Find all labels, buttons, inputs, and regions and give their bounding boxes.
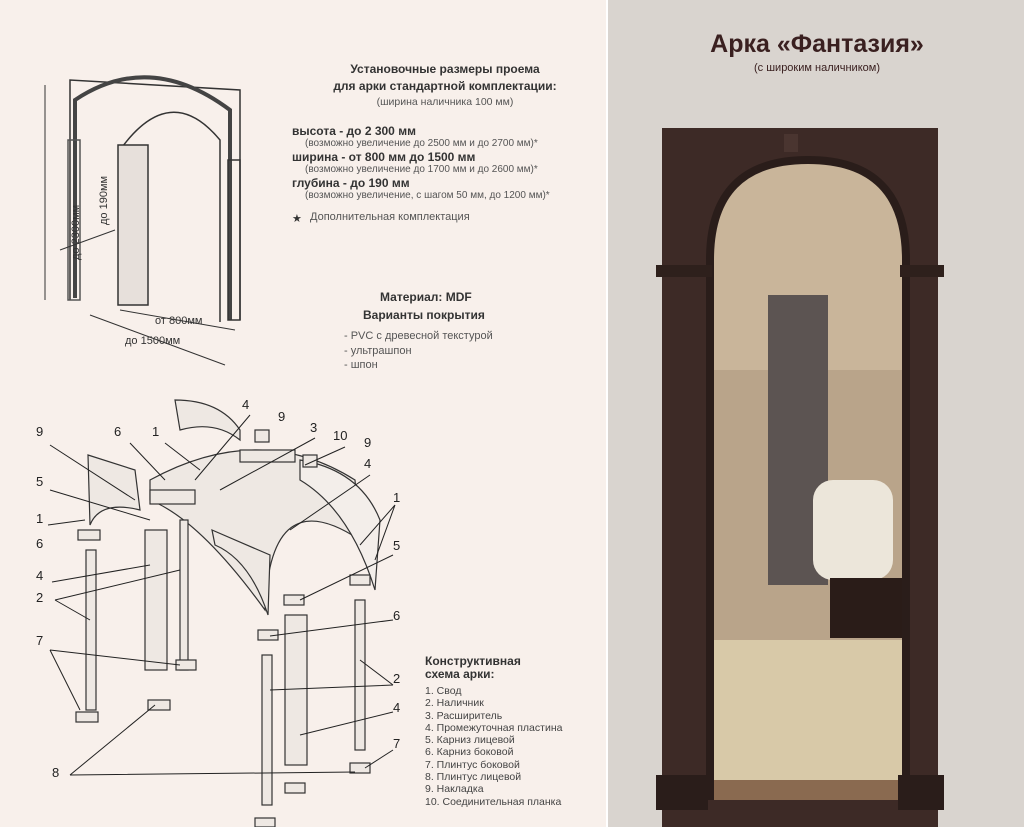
spec-height-note: (возможно увеличение до 2500 мм и до 270… <box>305 138 538 149</box>
height-dimension: до 2300мм <box>70 204 82 260</box>
callout-number: 6 <box>393 608 401 623</box>
callout-number: 9 <box>364 435 372 450</box>
coating-title: Варианты покрытия <box>363 308 485 322</box>
callout-number: 2 <box>36 590 44 605</box>
assembled-arch-drawing <box>44 75 241 366</box>
depth-dimension: до 190мм <box>98 175 110 225</box>
spec-depth-note: (возможно увеличение, с шагом 50 мм, до … <box>305 190 550 201</box>
callout-number: 1 <box>36 511 44 526</box>
width-min-dimension: от 800мм <box>155 315 203 327</box>
specs-title-2: для арки стандартной комплектации: <box>333 79 557 93</box>
coating-item: - шпон <box>344 359 378 371</box>
callout-number: 5 <box>393 538 401 553</box>
spec-depth: глубина - до 190 мм <box>292 176 410 190</box>
product-subtitle: (с широким наличником) <box>754 62 880 74</box>
callout-number: 4 <box>242 397 250 412</box>
callout-number: 9 <box>36 424 44 439</box>
scheme-title-1: Конструктивная <box>425 654 521 668</box>
part-item: 1. Свод <box>425 685 462 697</box>
callout-number: 5 <box>36 474 44 489</box>
specification-panel: до 2300мм до 190мм от 800мм до 1500мм Ус… <box>0 0 606 827</box>
spec-width-note: (возможно увеличение до 1700 мм и до 260… <box>305 164 538 175</box>
specs-title-1: Установочные размеры проема <box>350 62 540 76</box>
callout-number: 6 <box>36 536 44 551</box>
product-title: Арка «Фантазия» <box>710 30 924 58</box>
callout-number: 4 <box>364 456 372 471</box>
scheme-title-2: схема арки: <box>425 667 495 681</box>
part-item: 2. Наличник <box>425 697 484 710</box>
coating-item: - ультрашпон <box>344 345 412 357</box>
callout-number: 9 <box>278 409 286 424</box>
star-icon: ★ <box>292 213 302 225</box>
callout-number: 3 <box>310 420 318 435</box>
spec-height: высота - до 2 300 мм <box>292 124 416 138</box>
part-item: 9. Накладка <box>425 783 484 796</box>
callout-lines <box>47 414 396 776</box>
callout-number: 4 <box>393 700 401 715</box>
scheme-parts-list: 1. Свод 2. Наличник 3. Расширитель 4. Пр… <box>425 685 562 808</box>
part-item: 8. Плинтус лицевой <box>425 771 522 784</box>
part-item: 5. Карниз лицевой <box>425 734 515 747</box>
callout-number: 1 <box>152 424 160 439</box>
part-item: 4. Промежуточная пластина <box>425 721 563 734</box>
exploded-arch-drawing <box>75 399 381 827</box>
part-item: 10. Соединительная планка <box>425 795 562 808</box>
footnote: Дополнительная комплектация <box>310 211 470 223</box>
callout-number: 4 <box>36 568 44 583</box>
product-photo-panel: Арка «Фантазия» (с широким наличником) <box>606 0 1024 827</box>
spec-width: ширина - от 800 мм до 1500 мм <box>292 150 476 164</box>
part-item: 3. Расширитель <box>425 709 503 722</box>
callout-number: 7 <box>36 633 44 648</box>
width-max-dimension: до 1500мм <box>125 335 181 347</box>
part-item: 6. Карниз боковой <box>425 746 514 759</box>
callout-number: 2 <box>393 671 401 686</box>
material-label: Материал: MDF <box>380 290 472 304</box>
callout-number: 8 <box>52 765 60 780</box>
part-item: 7. Плинтус боковой <box>425 758 520 771</box>
callout-number: 1 <box>393 490 401 505</box>
specs-subtitle: (ширина наличника 100 мм) <box>376 96 514 108</box>
callout-number: 7 <box>393 736 401 751</box>
arch-drawings <box>44 75 396 827</box>
callout-number: 6 <box>114 424 122 439</box>
arch-photo <box>656 128 944 827</box>
coating-item: - PVC с древесной текстурой <box>344 330 493 342</box>
callout-number: 10 <box>333 428 348 443</box>
